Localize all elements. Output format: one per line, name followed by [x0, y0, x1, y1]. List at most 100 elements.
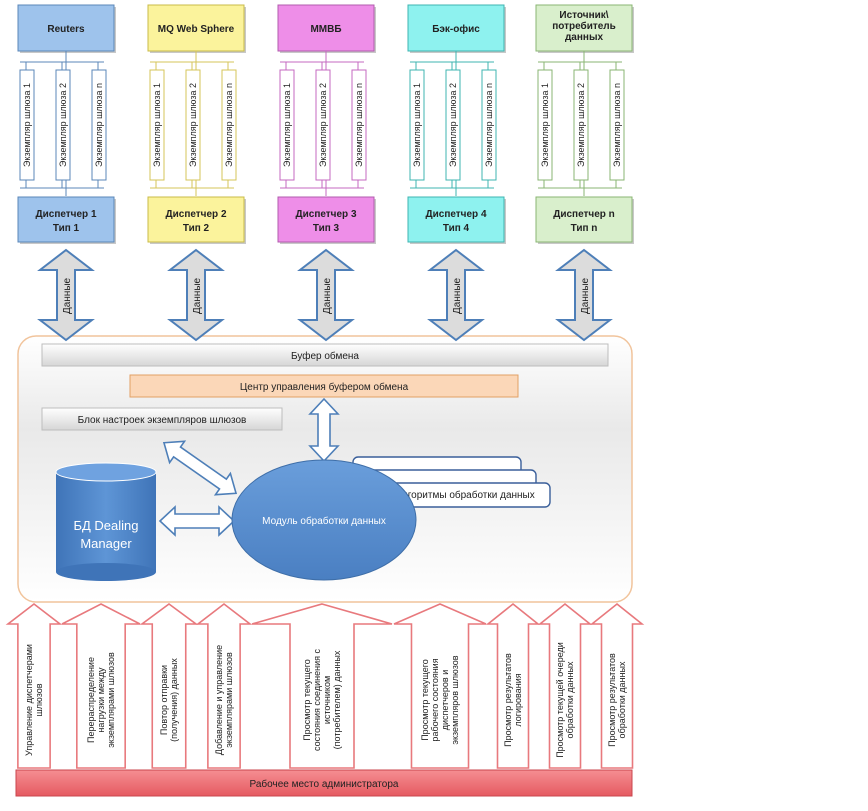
gateway-instance-label: Экземпляр шлюза n — [224, 83, 234, 167]
admin-function-arrow — [251, 603, 393, 769]
dispatcher-label: Диспетчер n — [553, 209, 615, 220]
source-label: Reuters — [47, 24, 85, 35]
gateway-instance-box — [55, 69, 71, 181]
admin-function-label-line: шлюзов — [34, 683, 44, 716]
data-double-arrow — [297, 248, 355, 342]
admin-function-arrow — [537, 602, 593, 769]
gateway-settings-label: Блок настроек экземпляров шлюзов — [78, 415, 247, 426]
data-double-arrow — [167, 248, 225, 342]
source-label: Источник\ — [559, 10, 608, 21]
source-box — [535, 4, 633, 52]
source-label: MQ Web Sphere — [158, 24, 235, 35]
source-label: потребитель — [552, 20, 616, 32]
admin-function-label: Просмотр результатовобработки данных — [607, 653, 627, 747]
dispatcher-label: Диспетчер 3 — [295, 209, 356, 220]
gateway-instance-label: Экземпляр шлюза 2 — [58, 83, 68, 167]
gateway-instance-label: Экземпляр шлюза 2 — [576, 83, 586, 167]
admin-function-label-line: экземплярами шлюзов — [224, 652, 234, 748]
data-arrow-label: Данные — [580, 278, 591, 315]
data-double-arrow — [37, 248, 95, 342]
dispatcher-box — [535, 196, 633, 243]
data-arrow-label: Данные — [62, 278, 73, 315]
source-box — [277, 4, 375, 52]
gateway-instance-box — [537, 69, 553, 181]
exchange-buffer-label: Буфер обмена — [291, 350, 359, 362]
admin-function-arrow — [195, 602, 253, 769]
processing-module-ellipse — [231, 459, 417, 581]
data-double-arrow — [427, 248, 485, 342]
admin-function-label: Повтор отправки(получения) данных — [159, 658, 179, 742]
admin-function-label: Просмотр текущегорабочего состояниядиспе… — [420, 655, 460, 744]
algorithms-label: Алгоритмы обработки данных — [395, 489, 535, 501]
database-top — [55, 462, 157, 482]
admin-function-arrow — [485, 602, 541, 769]
dispatcher-box — [147, 196, 245, 243]
admin-function-label-line: экземплярами шлюзов — [106, 652, 116, 748]
admin-function-label-line: Повтор отправки — [159, 665, 169, 735]
dispatcher-label: Диспетчер 2 — [165, 209, 226, 220]
admin-function-label: Перераспределениенагрузки междуэкземпляр… — [86, 652, 116, 748]
admin-function-label-line: Перераспределение — [86, 657, 96, 743]
admin-function-label-line: Просмотр результатов — [607, 653, 617, 747]
admin-function-label-line: обработки данных — [617, 661, 627, 738]
admin-function-label-line: диспетчеров и — [440, 670, 450, 731]
source-label: ММВБ — [310, 24, 341, 35]
admin-function-arrow — [393, 603, 487, 769]
gateway-instance-box — [409, 69, 425, 181]
admin-function-label-line: (потребителем) данных — [332, 650, 342, 749]
source-box — [407, 4, 505, 52]
gateway-instance-box — [351, 69, 367, 181]
gateway-instance-label: Экземпляр шлюза 1 — [152, 83, 162, 167]
admin-function-label-line: экземпляров шлюзов — [450, 655, 460, 744]
source-box — [147, 4, 245, 52]
admin-function-label: Управление диспетчерамишлюзов — [24, 644, 44, 756]
admin-function-label-line: Просмотр текущего — [420, 659, 430, 741]
dispatcher-type-label: Тип 4 — [443, 223, 470, 234]
gateway-instance-box — [19, 69, 35, 181]
admin-function-label-line: Добавление и управление — [214, 645, 224, 755]
data-double-arrow — [555, 248, 613, 342]
data-arrow-label: Данные — [452, 278, 463, 315]
gateway-instance-box — [573, 69, 589, 181]
gateway-settings-box — [41, 407, 283, 431]
database-label-line1: БД Dealing — [73, 518, 138, 533]
gateway-instance-box — [315, 69, 331, 181]
gateway-instance-box — [91, 69, 107, 181]
gateway-instance-box — [609, 69, 625, 181]
admin-function-label-line: нагрузки между — [96, 667, 106, 733]
source-label: данных — [565, 32, 604, 43]
gateway-instance-label: Экземпляр шлюза n — [612, 83, 622, 167]
gateway-instance-box — [185, 69, 201, 181]
admin-function-label-line: состояния соединения с — [312, 649, 322, 751]
dispatcher-label: Диспетчер 4 — [425, 209, 486, 220]
gateway-instance-box — [481, 69, 497, 181]
processing-module-label: Модуль обработки данных — [262, 515, 386, 527]
settings-module-double-arrow — [162, 440, 238, 496]
gateway-instance-label: Экземпляр шлюза 1 — [282, 83, 292, 167]
gateway-instance-label: Экземпляр шлюза 1 — [412, 83, 422, 167]
data-arrow-label: Данные — [322, 278, 333, 315]
dispatcher-type-label: Тип 1 — [53, 223, 80, 234]
database-label-line2: Manager — [80, 536, 132, 551]
gateway-instance-label: Экземпляр шлюза n — [354, 83, 364, 167]
source-box — [17, 4, 115, 52]
buffer-control-box — [129, 374, 519, 398]
database-bottom — [56, 563, 156, 581]
admin-function-arrow — [5, 602, 63, 769]
gateway-instance-box — [445, 69, 461, 181]
admin-function-label-line: источником — [322, 676, 332, 724]
gateway-instance-label: Экземпляр шлюза n — [94, 83, 104, 167]
admin-function-label-line: Управление диспетчерами — [24, 644, 34, 756]
admin-function-label: Просмотр текущей очередиобработки данных — [555, 642, 575, 758]
gateway-instance-label: Экземпляр шлюза n — [484, 83, 494, 167]
dispatcher-type-label: Тип 2 — [183, 223, 210, 234]
gateway-instance-label: Экземпляр шлюза 2 — [188, 83, 198, 167]
admin-function-label: Добавление и управлениеэкземплярами шлюз… — [214, 645, 234, 755]
admin-function-arrow — [139, 603, 199, 769]
dispatcher-type-label: Тип n — [571, 223, 598, 234]
admin-function-arrow — [61, 603, 141, 769]
admin-function-label: Просмотр результатовлогирования — [503, 653, 523, 747]
admin-function-label-line: рабочего состояния — [430, 658, 440, 741]
